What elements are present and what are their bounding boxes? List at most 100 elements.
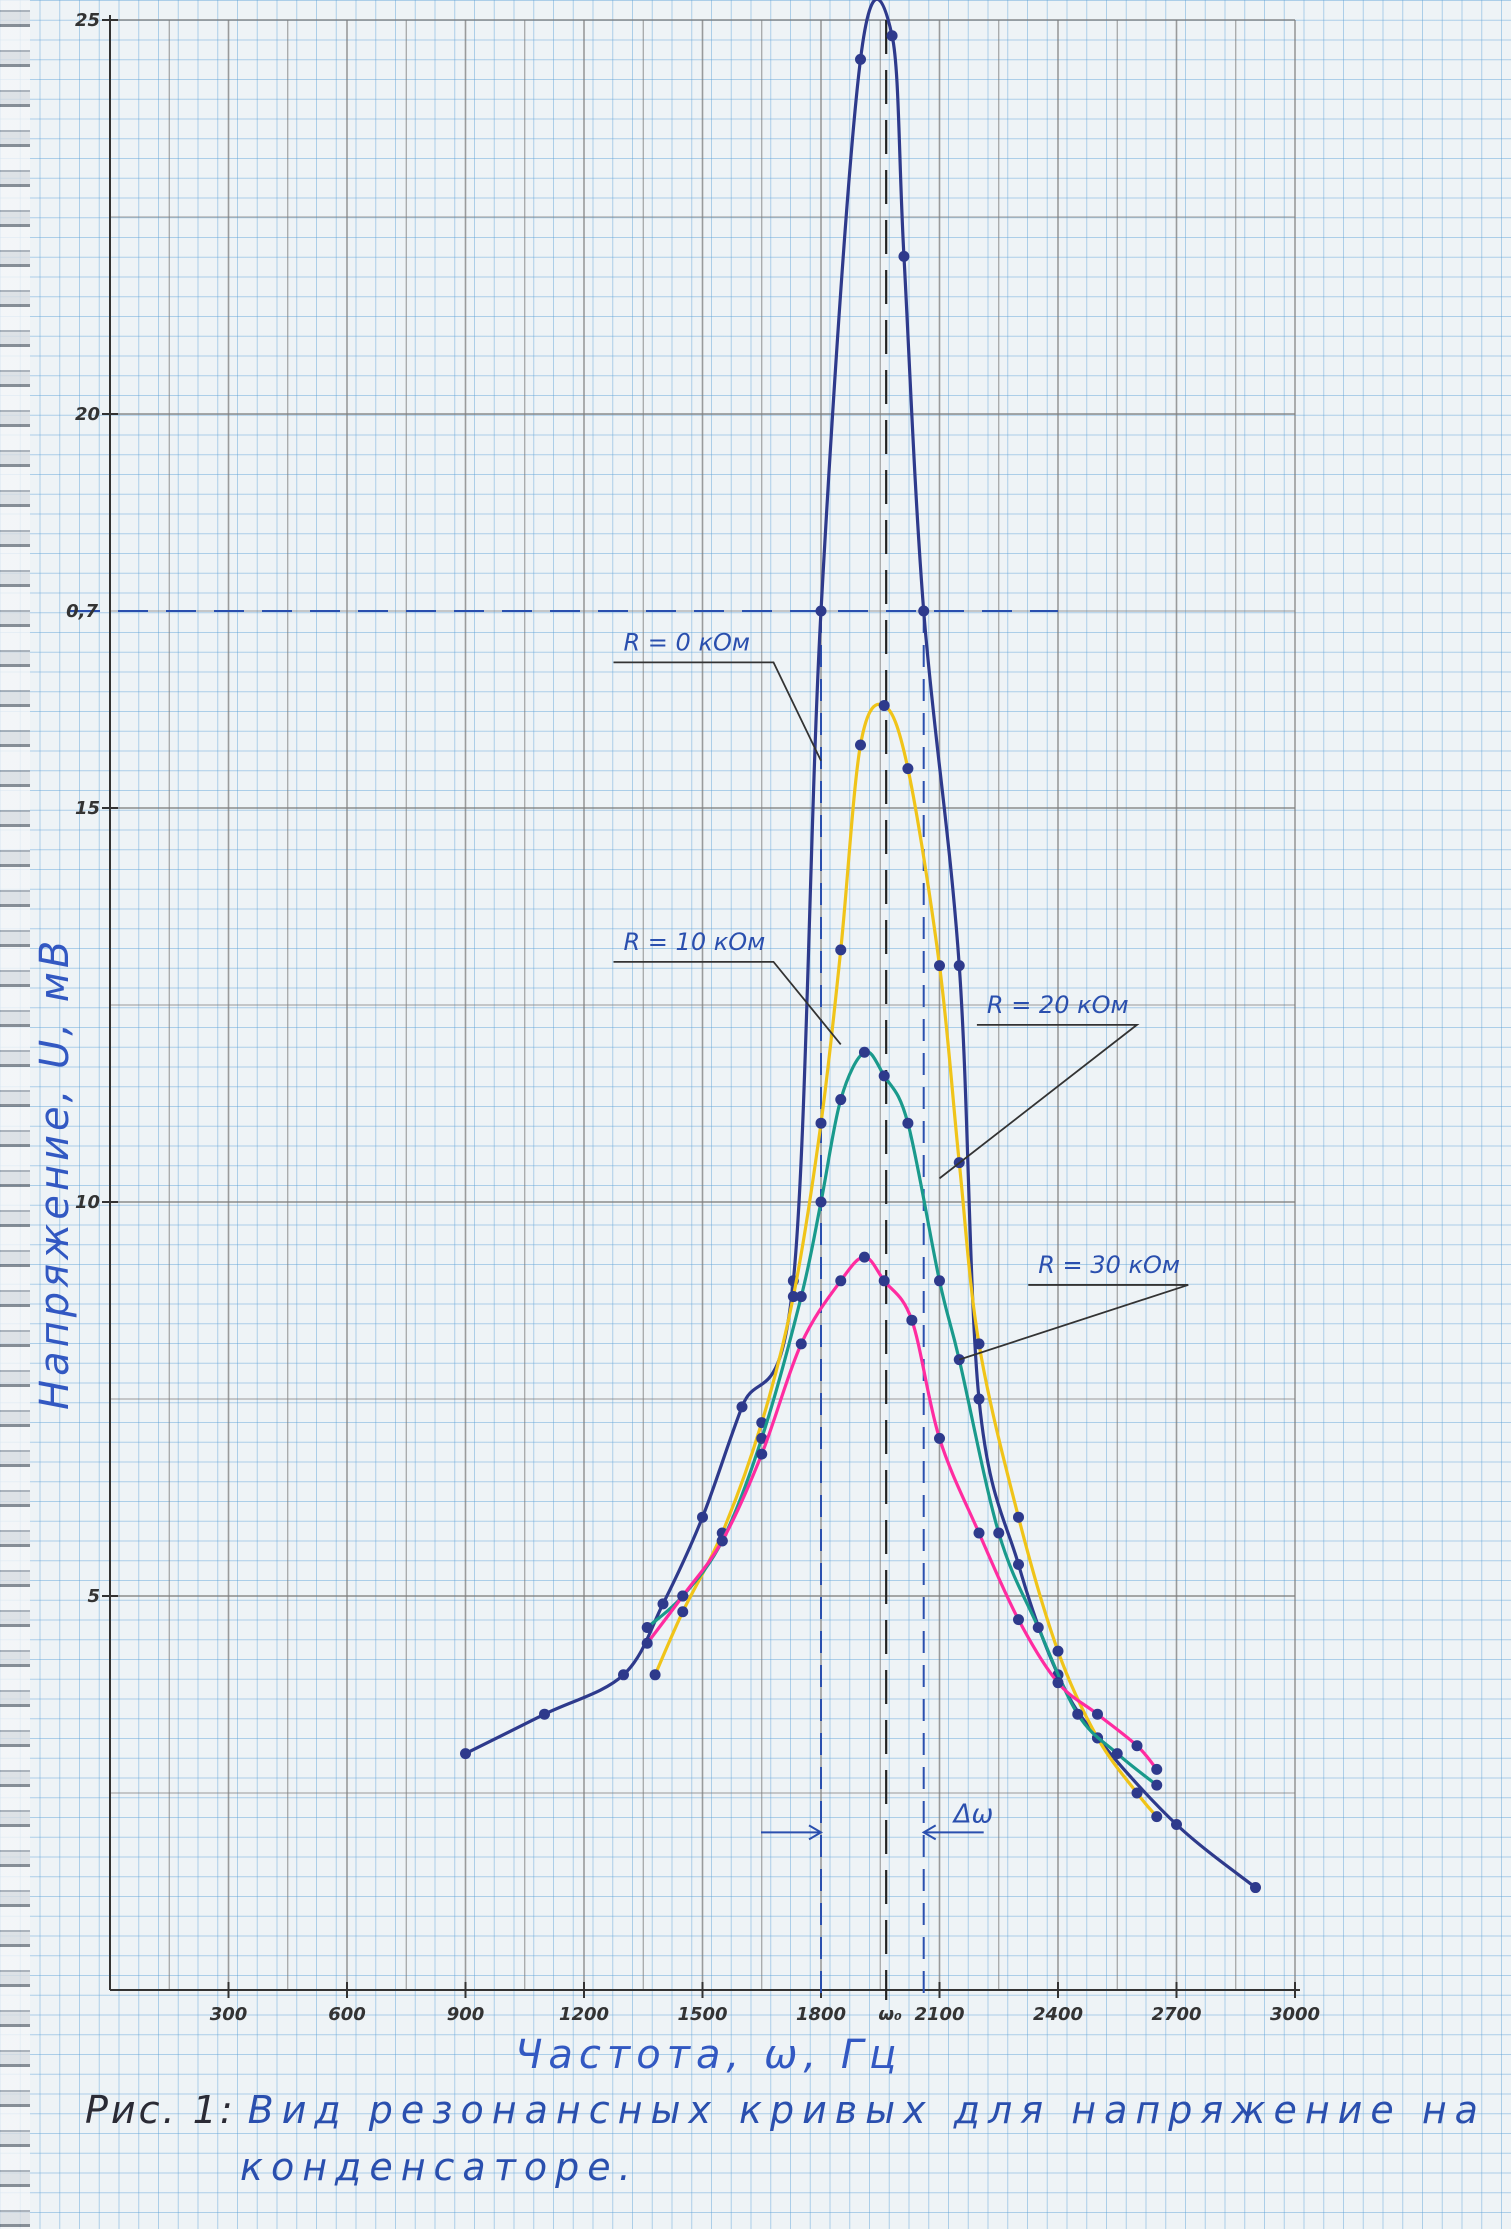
series-point-0 xyxy=(1013,1558,1024,1570)
series-point-2 xyxy=(934,1275,945,1287)
series-point-3 xyxy=(973,1527,985,1539)
series-point-1 xyxy=(835,944,847,956)
series-point-3 xyxy=(1131,1740,1143,1752)
series-point-3 xyxy=(906,1314,918,1326)
series-point-2 xyxy=(641,1622,653,1634)
series-point-3 xyxy=(795,1338,807,1350)
series-point-0 xyxy=(657,1598,669,1610)
series-line-1 xyxy=(653,702,1159,1819)
x-tick-label: 2400 xyxy=(1033,2004,1083,2025)
series-point-2 xyxy=(878,1070,890,1082)
x-tick-label: 1200 xyxy=(559,2004,609,2025)
series-point-3 xyxy=(1013,1614,1024,1626)
series-point-2 xyxy=(1111,1748,1123,1760)
series-point-2 xyxy=(815,1196,827,1208)
series-point-0 xyxy=(539,1708,550,1720)
chart-series xyxy=(460,0,1261,1894)
series-point-0 xyxy=(886,30,898,42)
annotation-label-3: R = 30 кОм xyxy=(1038,1251,1180,1279)
level-line-label: 0,7 xyxy=(66,601,98,622)
delta-omega-label: Δω xyxy=(952,1799,994,1829)
series-point-2 xyxy=(858,1046,870,1058)
series-point-1 xyxy=(878,700,890,712)
series-point-1 xyxy=(1052,1645,1064,1657)
series-point-2 xyxy=(993,1527,1005,1539)
y-tick-label: 20 xyxy=(75,404,100,425)
series-point-1 xyxy=(1131,1787,1143,1799)
series-point-1 xyxy=(1013,1511,1024,1523)
annotation-leader-0 xyxy=(613,661,822,762)
series-point-1 xyxy=(815,1117,827,1129)
figure-caption-line1: Рис. 1:Вид резонансных кривых для напряж… xyxy=(85,2088,1486,2132)
series-point-1 xyxy=(787,1291,799,1303)
x-tick-label: 300 xyxy=(210,2004,248,2025)
series-point-0 xyxy=(618,1669,629,1681)
series-line-3 xyxy=(645,1255,1159,1771)
x-tick-label: 900 xyxy=(447,2004,485,2025)
spiral-binding xyxy=(0,0,30,2229)
y-tick-label: 5 xyxy=(87,1586,100,1607)
x-tick-label: 1800 xyxy=(796,2004,846,2025)
series-point-3 xyxy=(641,1637,653,1649)
series-point-0 xyxy=(460,1748,471,1760)
series-point-3 xyxy=(858,1251,870,1263)
x-tick-label: 600 xyxy=(328,2004,366,2025)
chart-annotations: R = 0 кОм R = 10 кОм R = 20 кОм R = 30 кОм xyxy=(613,628,1189,1361)
series-point-3 xyxy=(756,1448,768,1460)
series-point-2 xyxy=(1032,1622,1044,1634)
series-point-3 xyxy=(677,1590,689,1602)
chart-guides: 0,7 ω₀ Δω xyxy=(66,20,1058,2025)
series-point-1 xyxy=(649,1669,661,1681)
series-point-2 xyxy=(835,1094,847,1106)
series-point-0 xyxy=(1171,1819,1182,1831)
figure-caption-prefix: Рис. 1: xyxy=(85,2088,236,2132)
annotation-label-2: R = 20 кОм xyxy=(987,991,1129,1019)
series-point-1 xyxy=(902,763,914,775)
series-point-3 xyxy=(1052,1677,1064,1689)
series-point-0 xyxy=(736,1401,748,1413)
omega0-label: ω₀ xyxy=(878,2004,902,2025)
figure-caption-line2: конденсаторе. xyxy=(240,2145,639,2189)
series-point-0 xyxy=(697,1511,708,1523)
series-point-0 xyxy=(953,960,965,972)
series-point-1 xyxy=(1151,1811,1163,1823)
series-point-0 xyxy=(1250,1882,1261,1894)
series-line-2 xyxy=(645,1050,1159,1787)
annotation-leader-1 xyxy=(613,960,842,1045)
series-point-0 xyxy=(855,53,866,65)
y-axis-label: Напряжение, U, мВ xyxy=(32,937,78,1410)
series-point-3 xyxy=(716,1535,728,1547)
series-point-1 xyxy=(973,1338,985,1350)
annotation-label-1: R = 10 кОм xyxy=(624,928,766,956)
y-tick-label: 25 xyxy=(75,10,100,31)
annotation-label-0: R = 0 кОм xyxy=(624,628,750,656)
series-point-3 xyxy=(835,1275,847,1287)
series-point-3 xyxy=(1151,1763,1163,1775)
y-tick-label: 10 xyxy=(75,1192,100,1213)
y-tick-label: 15 xyxy=(75,798,100,819)
series-point-1 xyxy=(934,960,945,972)
annotation-leader-3 xyxy=(958,1284,1189,1361)
chart-axes: 300 600 900 1200 1500 1800 2100 2400 2700 3000 5 10… xyxy=(75,10,1320,2025)
figure-caption-text: Вид резонансных кривых для напряжение на xyxy=(247,2088,1486,2132)
annotation-leader-2 xyxy=(938,1023,1140,1180)
series-point-3 xyxy=(878,1275,890,1287)
x-tick-label: 1500 xyxy=(677,2004,727,2025)
x-tick-label: 2100 xyxy=(914,2004,964,2025)
series-point-0 xyxy=(898,250,910,262)
x-tick-label: 3000 xyxy=(1270,2004,1320,2025)
series-point-2 xyxy=(795,1291,807,1303)
series-point-1 xyxy=(855,739,866,751)
delta-omega-arrowhead-right xyxy=(921,1824,937,1841)
series-point-1 xyxy=(677,1606,689,1618)
series-point-2 xyxy=(756,1432,768,1444)
x-axis-label: Частота, ω, Гц xyxy=(515,2032,902,2078)
series-point-3 xyxy=(1092,1708,1103,1720)
series-point-2 xyxy=(902,1117,914,1129)
series-point-0 xyxy=(918,605,930,617)
series-point-0 xyxy=(973,1393,985,1405)
series-point-0 xyxy=(815,605,827,617)
x-tick-label: 2700 xyxy=(1151,2004,1201,2025)
